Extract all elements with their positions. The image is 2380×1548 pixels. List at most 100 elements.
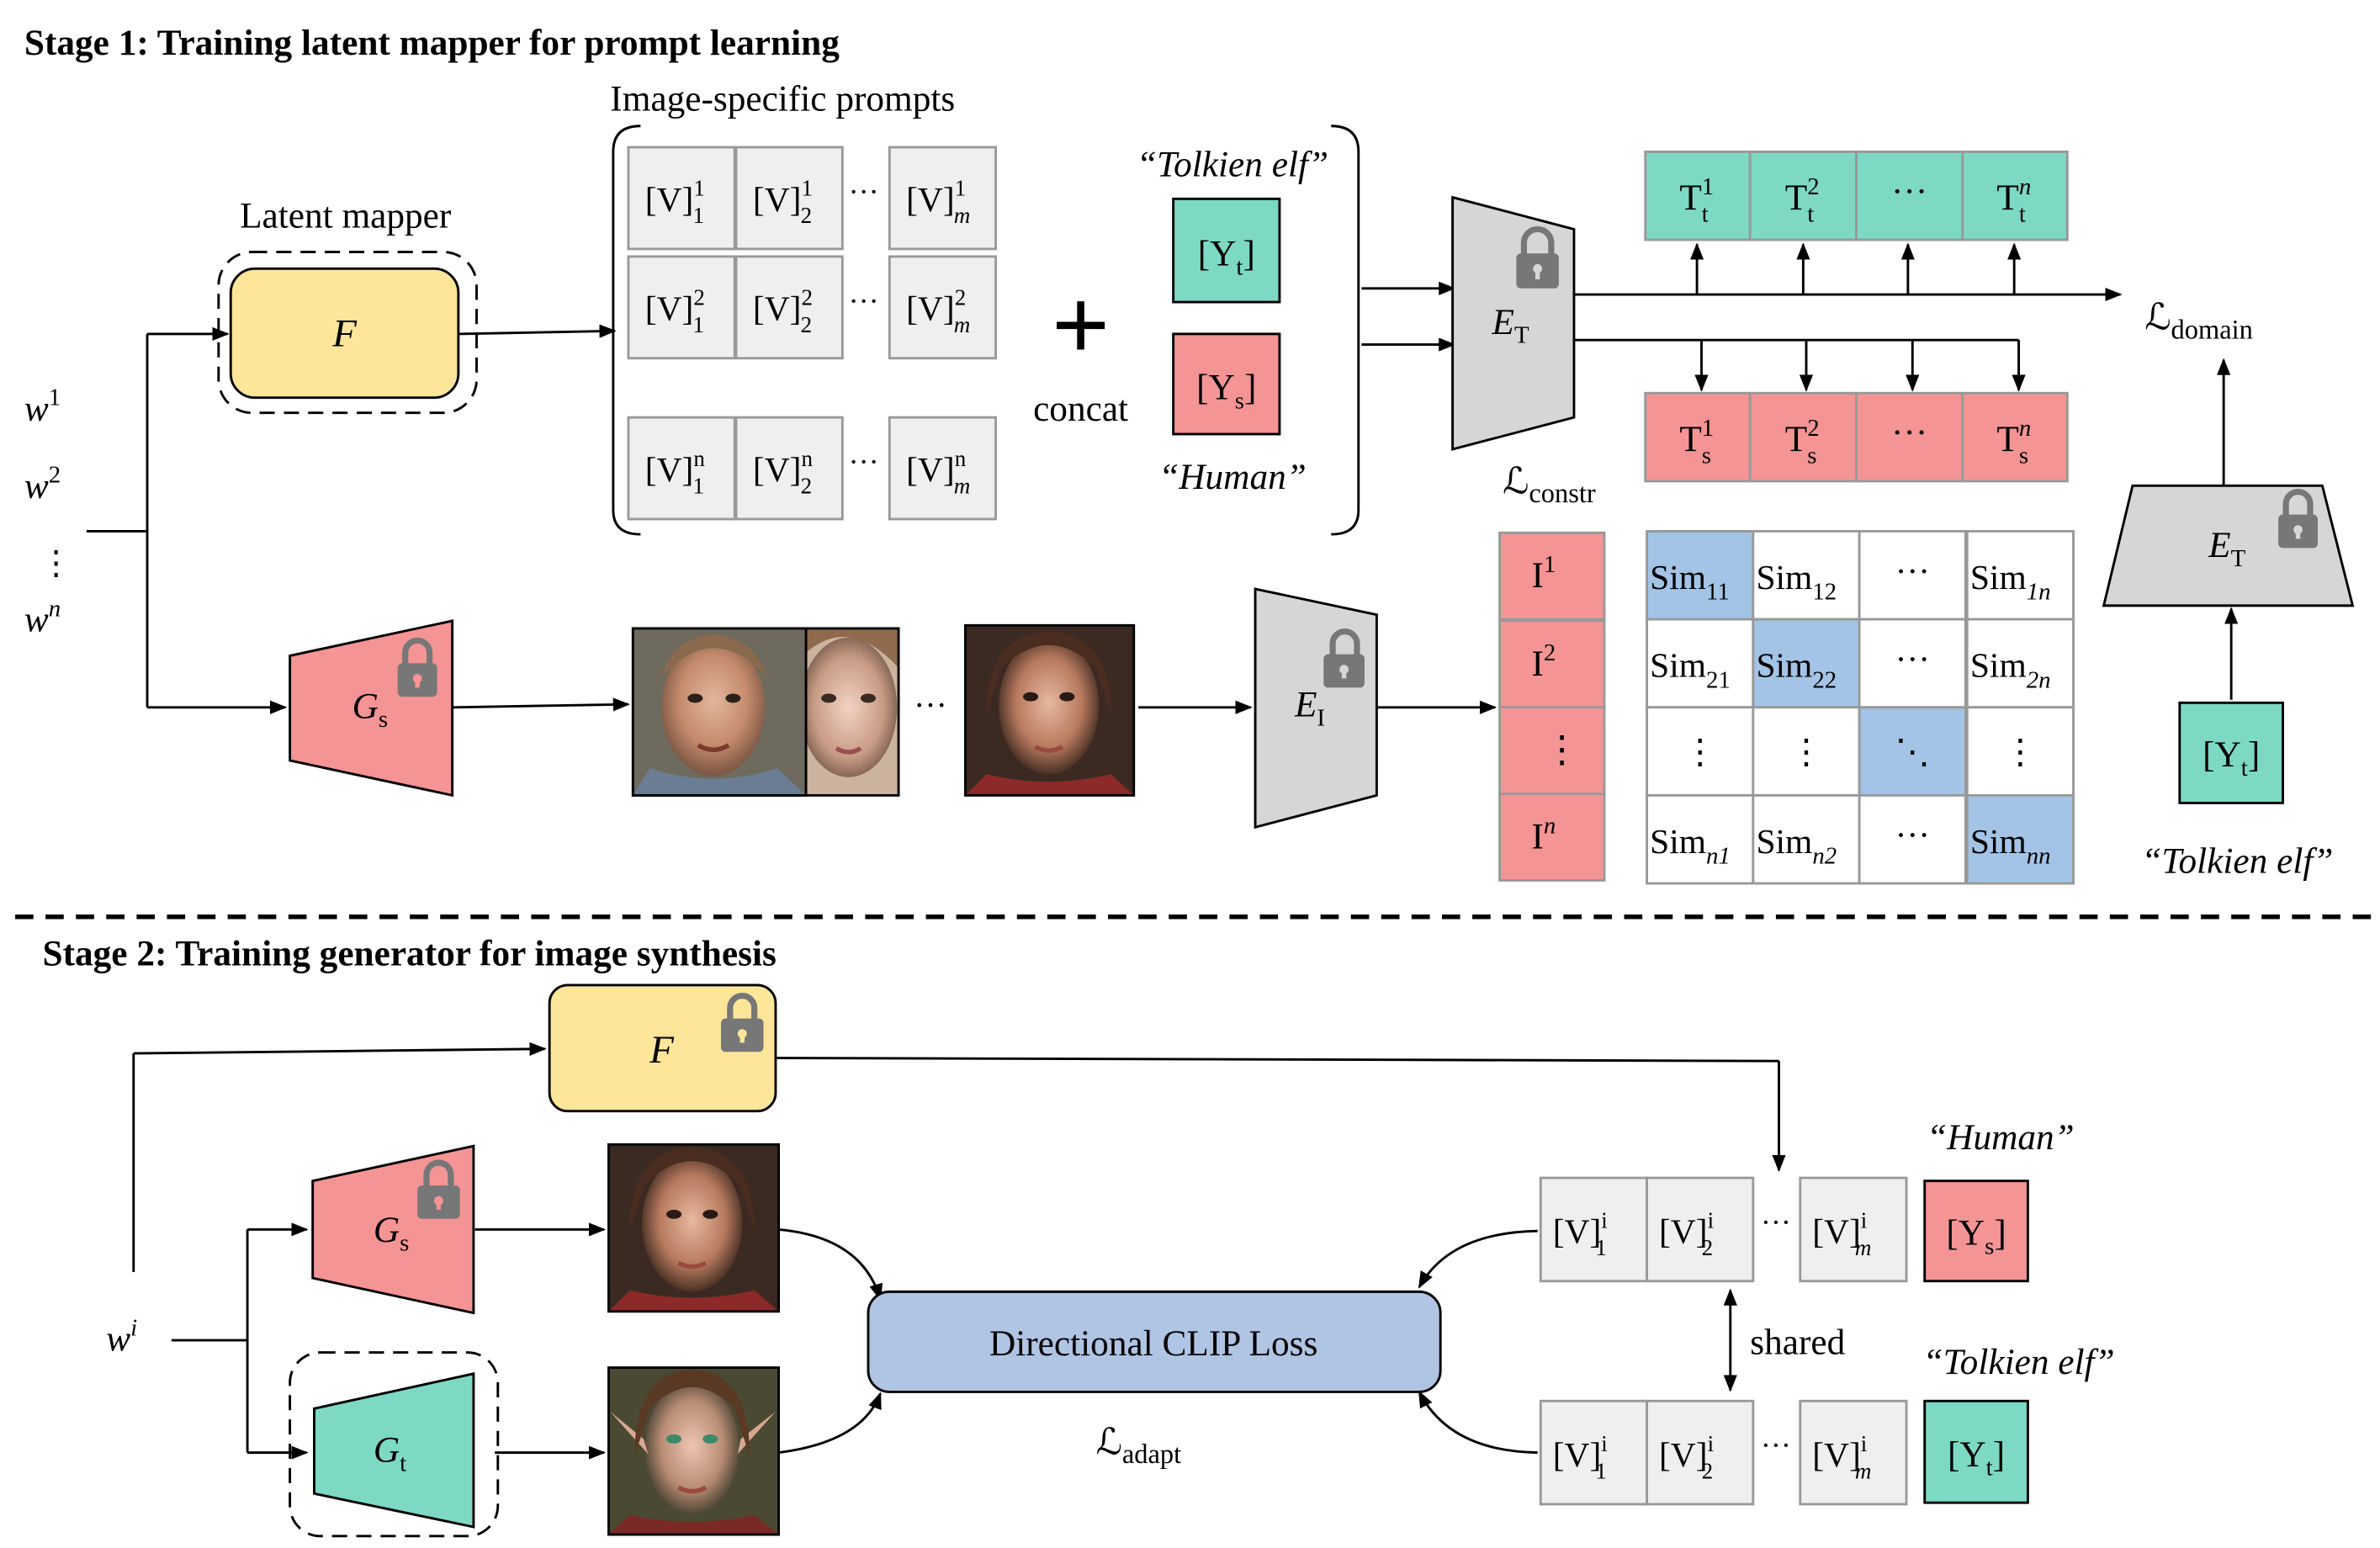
sim-label: ··· bbox=[1895, 552, 1930, 591]
image-encoder-label: EI bbox=[1294, 685, 1325, 732]
prompt-ellipsis: ··· bbox=[1761, 1429, 1791, 1462]
ys-box-2 bbox=[1923, 1180, 2029, 1283]
target-quote: “Tolkien elf” bbox=[1137, 144, 1328, 184]
text-feature-cell bbox=[1748, 150, 1858, 241]
sim-cell bbox=[1965, 706, 2075, 797]
sim-label: Sim11 bbox=[1650, 558, 1730, 606]
prompt-cell bbox=[1799, 1399, 1908, 1506]
yt-box-2 bbox=[2178, 701, 2284, 804]
prompt-cell bbox=[734, 146, 844, 251]
prompt-ellipsis: ··· bbox=[1761, 1206, 1791, 1239]
sim-label: ··· bbox=[1895, 639, 1930, 678]
mapper-to-prompts-arrow bbox=[458, 324, 617, 338]
sim-cell bbox=[1752, 793, 1861, 885]
latent-w1: w1 bbox=[24, 384, 61, 429]
sim-cell-diagonal bbox=[1858, 706, 1967, 797]
text-feature-cell bbox=[1961, 150, 2069, 241]
lock-icon bbox=[720, 993, 764, 1052]
latent-wi: wi bbox=[106, 1315, 137, 1360]
lock-icon bbox=[2278, 489, 2319, 549]
prompt-ellipsis: ··· bbox=[849, 445, 879, 479]
sim-label: ⋮ bbox=[1789, 733, 1823, 771]
prompt-cell bbox=[734, 255, 844, 360]
ys-label: [Ys] bbox=[1196, 368, 1256, 415]
prompt-cell bbox=[627, 416, 736, 521]
text-feature-cell bbox=[1748, 391, 1858, 483]
prompt-cell bbox=[627, 255, 736, 360]
sim-cell bbox=[1858, 530, 1967, 621]
text-feature-label: ··· bbox=[1891, 413, 1927, 453]
mapper-dashed-outline bbox=[217, 251, 478, 415]
lock-icon bbox=[1323, 628, 1365, 688]
source-quote: “Human” bbox=[1158, 457, 1307, 497]
sim-label: Sim2n bbox=[1970, 646, 2051, 694]
concat-label: concat bbox=[1033, 389, 1128, 429]
yt-label-2: [Yt] bbox=[2202, 734, 2260, 782]
image-feature-label: I2 bbox=[1531, 639, 1556, 684]
sim-label: ⋮ bbox=[1683, 733, 1717, 771]
prompts-title: Image-specific prompts bbox=[610, 79, 955, 119]
text-encoder-2-label: ET bbox=[2208, 525, 2245, 572]
sim-cell bbox=[1858, 793, 1967, 885]
stage2-connectors bbox=[132, 1042, 1786, 1460]
sim-label: Sim22 bbox=[1756, 646, 1837, 694]
directional-clip-loss-box bbox=[867, 1290, 1442, 1393]
source-generator-label: Gs bbox=[352, 686, 389, 733]
prompt-cell bbox=[1646, 1399, 1755, 1506]
target-quote-3: “Tolkien elf” bbox=[1923, 1342, 2115, 1382]
text-feature-cell bbox=[1961, 391, 2069, 483]
yt-label-3: [Yt] bbox=[1948, 1434, 2005, 1482]
prompt-cell bbox=[888, 255, 997, 360]
sim-label: Simn2 bbox=[1756, 822, 1837, 870]
sim-cell bbox=[1646, 618, 1755, 709]
target-domain-image bbox=[607, 1366, 780, 1536]
latent-inputs: w1 w2 ⋮ wn bbox=[24, 384, 73, 640]
prompt-cell bbox=[1646, 1176, 1755, 1283]
source-generator-2-label: Gs bbox=[374, 1210, 410, 1257]
lock-icon bbox=[417, 1159, 460, 1219]
sim-label: Simn1 bbox=[1650, 822, 1731, 870]
l-constr: ℒconstr bbox=[1503, 461, 1596, 509]
ys-box bbox=[1172, 332, 1281, 436]
target-quote-2: “Tolkien elf” bbox=[2141, 840, 2333, 881]
prompts-bracket-left bbox=[612, 125, 641, 536]
image-feature-label: I1 bbox=[1531, 551, 1556, 596]
sim-label: Sim21 bbox=[1650, 646, 1731, 694]
prompt-cell bbox=[627, 146, 736, 251]
directional-clip-loss-label: Directional CLIP Loss bbox=[989, 1323, 1317, 1364]
sim-label: ··· bbox=[1895, 816, 1930, 855]
image-feature-cell bbox=[1498, 706, 1606, 796]
l-domain: ℒdomain bbox=[2144, 298, 2253, 346]
text-encoder-label: ET bbox=[1492, 302, 1529, 349]
latent-vdots: ⋮ bbox=[40, 544, 73, 581]
lock-icon bbox=[1516, 225, 1559, 289]
generated-image-man-overlay bbox=[631, 627, 808, 797]
sim-label: ⋮ bbox=[2003, 733, 2038, 771]
latent-wn: wn bbox=[24, 596, 61, 640]
sim-label: Sim1n bbox=[1970, 558, 2051, 606]
image-ellipsis: ··· bbox=[914, 687, 947, 724]
mapper-symbol-2: F bbox=[649, 1028, 675, 1072]
prompt-cell bbox=[1799, 1176, 1908, 1283]
ys-label-2: [Ys] bbox=[1946, 1212, 2006, 1259]
sim-cell-diagonal bbox=[1646, 530, 1755, 621]
image-feature-label: In bbox=[1531, 813, 1556, 857]
plus-sign: + bbox=[1052, 268, 1110, 383]
image-feature-cell bbox=[1498, 793, 1606, 882]
